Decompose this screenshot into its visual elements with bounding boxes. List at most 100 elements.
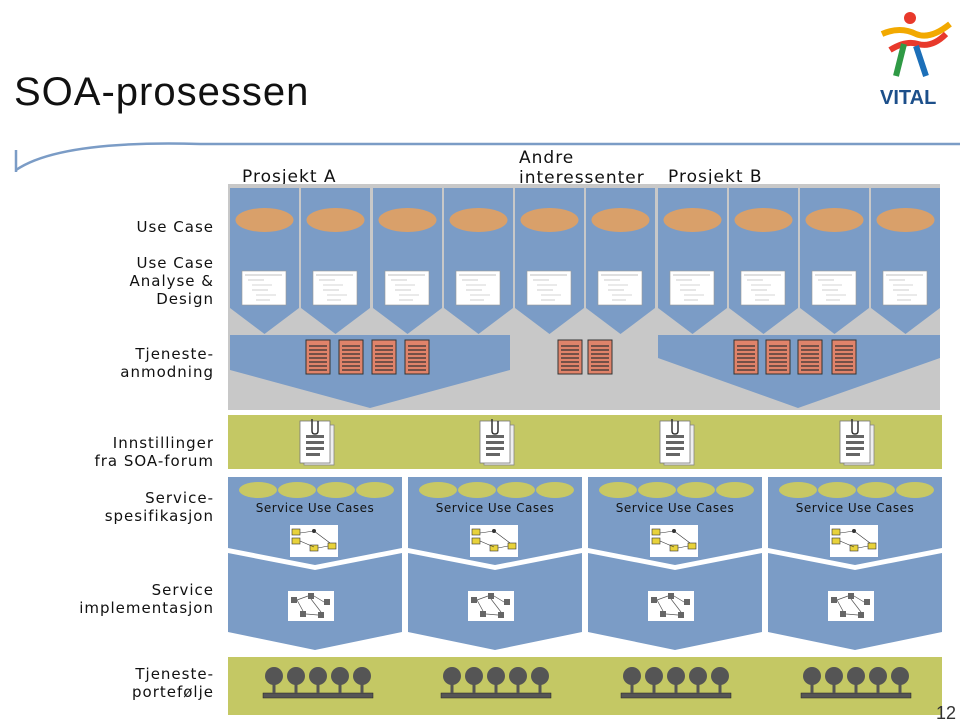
service-impl-diagram-icon (647, 590, 695, 622)
settings-band (228, 415, 942, 469)
service-impl-diagram-icon (827, 590, 875, 622)
use-case-ellipse-icon (378, 208, 437, 232)
header-prosjekt-b: Prosjekt B (668, 167, 763, 187)
service-spec-chevron (588, 477, 762, 565)
use-case-ellipse-icon (591, 208, 650, 232)
service-use-cases-label: Service Use Cases (616, 501, 735, 515)
service-spec-chevron (228, 477, 402, 565)
service-use-case-ellipse-icon (317, 482, 355, 498)
request-band-prosjekt-a (230, 335, 510, 408)
service-use-case-ellipse-icon (638, 482, 676, 498)
use-case-document-icon (241, 270, 287, 306)
service-impl-diagram-icon (287, 590, 335, 622)
use-case-column (373, 188, 442, 334)
row-label-spec-1: Service- (145, 489, 214, 507)
use-case-document-icon (882, 270, 928, 306)
page-title: SOA-prosessen (14, 70, 310, 114)
row-label-use-case: Use Case (136, 218, 214, 236)
service-spec-chevron (408, 477, 582, 565)
service-column: Service Use Cases (228, 477, 402, 650)
use-case-column (301, 188, 370, 334)
service-columns: Service Use Cases Service Use Cases Servic… (228, 477, 942, 650)
service-spec-chevron (768, 477, 942, 565)
use-case-document-icon (740, 270, 786, 306)
use-case-columns (230, 188, 940, 334)
page-number: 12 (935, 703, 956, 723)
service-use-cases-label: Service Use Cases (256, 501, 375, 515)
service-use-case-ellipse-icon (857, 482, 895, 498)
service-use-case-ellipse-icon (497, 482, 535, 498)
use-case-column (444, 188, 513, 334)
use-case-document-icon (312, 270, 358, 306)
portfolio-bar-4-icon (799, 665, 913, 700)
service-use-case-ellipse-icon (536, 482, 574, 498)
vital-logo-figure-icon (880, 12, 952, 77)
portfolio-bar-1-icon (261, 665, 375, 700)
use-case-ellipse-icon (663, 208, 722, 232)
use-case-document-icon (811, 270, 857, 306)
use-case-column (230, 188, 299, 334)
row-label-impl-2: implementasjon (79, 599, 214, 617)
row-label-analyse-1: Use Case (136, 254, 214, 272)
use-case-column (586, 188, 655, 334)
use-case-column (658, 188, 727, 334)
row-label-analyse-3: Design (156, 290, 214, 308)
row-label-spec-2: spesifikasjon (104, 507, 214, 525)
use-case-column (800, 188, 869, 334)
use-case-document-icon (669, 270, 715, 306)
header-andre-line1: Andre (519, 148, 575, 168)
service-use-case-ellipse-icon (896, 482, 934, 498)
use-case-document-icon (455, 270, 501, 306)
service-use-case-ellipse-icon (419, 482, 457, 498)
row-label-innstillinger-2: fra SOA-forum (94, 452, 214, 470)
row-label-tjeneste-2: anmodning (120, 363, 214, 381)
portfolio-band (228, 657, 942, 715)
settings-doc-1-icon (299, 418, 335, 466)
service-impl-diagram-icon (467, 590, 515, 622)
service-use-case-ellipse-icon (239, 482, 277, 498)
logo-text: VITAL (880, 87, 936, 109)
row-label-portfolio-1: Tjeneste- (135, 665, 214, 683)
use-case-ellipse-icon (449, 208, 508, 232)
service-use-case-ellipse-icon (356, 482, 394, 498)
service-column: Service Use Cases (408, 477, 582, 650)
service-column: Service Use Cases (588, 477, 762, 650)
use-case-ellipse-icon (805, 208, 864, 232)
use-case-document-icon (597, 270, 643, 306)
header-andre-line2: interessenter (519, 168, 645, 188)
service-spec-diagram-icon (289, 524, 339, 558)
service-spec-diagram-icon (469, 524, 519, 558)
service-use-case-ellipse-icon (458, 482, 496, 498)
header-curve (14, 142, 960, 172)
settings-doc-3-icon (659, 418, 695, 466)
use-case-ellipse-icon (734, 208, 793, 232)
service-use-case-ellipse-icon (278, 482, 316, 498)
header-prosjekt-a: Prosjekt A (242, 167, 337, 187)
service-use-case-ellipse-icon (677, 482, 715, 498)
use-case-document-icon (526, 270, 572, 306)
use-case-ellipse-icon (520, 208, 579, 232)
row-label-portfolio-2: portefølje (132, 683, 214, 701)
service-use-cases-label: Service Use Cases (796, 501, 915, 515)
row-label-innstillinger-1: Innstillinger (112, 434, 214, 452)
service-column: Service Use Cases (768, 477, 942, 650)
use-case-ellipse-icon (876, 208, 935, 232)
settings-doc-2-icon (479, 418, 515, 466)
service-use-case-ellipse-icon (779, 482, 817, 498)
portfolio-bar-2-icon (439, 665, 553, 700)
service-use-case-ellipse-icon (716, 482, 754, 498)
settings-doc-4-icon (839, 418, 875, 466)
use-case-column (515, 188, 584, 334)
service-use-case-ellipse-icon (599, 482, 637, 498)
use-case-document-icon (384, 270, 430, 306)
portfolio-bar-3-icon (619, 665, 733, 700)
service-use-case-ellipse-icon (818, 482, 856, 498)
vital-logo: VITAL (880, 12, 952, 109)
service-spec-diagram-icon (829, 524, 879, 558)
use-case-ellipse-icon (235, 208, 294, 232)
use-case-column (871, 188, 940, 334)
request-bands (230, 335, 940, 408)
service-use-cases-label: Service Use Cases (436, 501, 555, 515)
use-case-ellipse-icon (306, 208, 365, 232)
